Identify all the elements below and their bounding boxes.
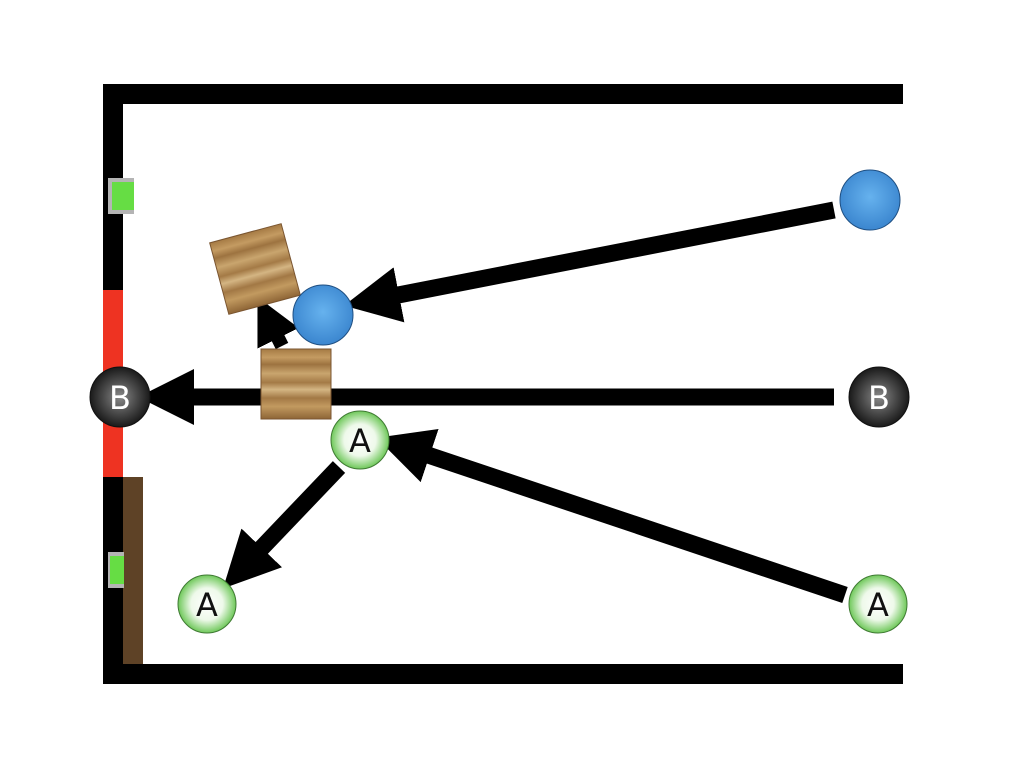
wooden-crate-icon (209, 223, 301, 315)
arrow-token-a-path-1 (376, 428, 848, 604)
blue-ball-icon (839, 169, 901, 231)
token-a-label: A (196, 586, 218, 624)
green-sensor-icon (108, 552, 124, 588)
bottom-wall (103, 664, 903, 684)
token-a-label: A (349, 422, 371, 460)
token-b-label: B (109, 379, 131, 417)
token-a-label: A (867, 586, 889, 624)
token-b-label: B (868, 379, 890, 417)
blue-ball-icon (292, 284, 354, 346)
token-a: A (848, 574, 908, 634)
wooden-crate-icon (260, 348, 332, 420)
token-a: A (177, 574, 237, 634)
token-b: B (848, 366, 910, 428)
top-wall (103, 84, 903, 104)
token-a: A (330, 410, 390, 470)
token-b: B (89, 366, 151, 428)
wooden-wall-segment (123, 477, 143, 664)
green-sensor-icon (108, 178, 134, 214)
arrow-token-a-path-2 (223, 461, 346, 589)
arrow-crate-push (257, 296, 299, 350)
arrow-ball-motion (343, 201, 836, 323)
